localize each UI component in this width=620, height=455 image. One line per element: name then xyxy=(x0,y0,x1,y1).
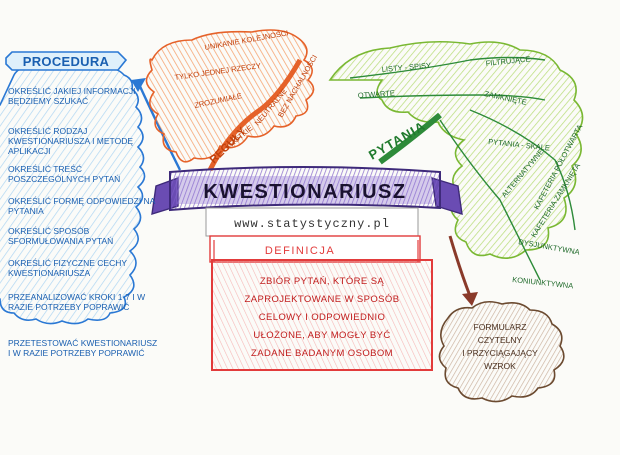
procedure-step: PRZEANALIZOWAĆ KROKI 1-7 I W RAZIE POTRZ… xyxy=(8,292,146,312)
definition-title: DEFINICJA xyxy=(265,245,335,257)
questions-title: PYTANIA xyxy=(366,118,428,163)
definition-line: ZAPROJEKTOWANE W SPOSÓB xyxy=(245,294,400,305)
arrow-head-procedure xyxy=(131,78,146,92)
procedure-step: OKREŚLIĆ JAKIEJ INFORMACJI BĘDZIEMY SZUK… xyxy=(8,86,136,106)
procedure-step: OKREŚLIĆ FORMĘ ODPOWIEDZI NA PYTANIA xyxy=(8,196,155,216)
rules-cloud xyxy=(145,29,315,172)
procedure-step: PRZETESTOWAĆ KWESTIONARIUSZ I W RAZIE PO… xyxy=(8,338,158,358)
form-line: CZYTELNY xyxy=(478,335,523,345)
definition-line: ZBIÓR PYTAŃ, KTÓRE SĄ xyxy=(260,276,385,287)
form-line: WZROK xyxy=(484,361,516,371)
center-banner xyxy=(151,166,463,215)
procedure-step: OKREŚLIĆ FIZYCZNE CECHY KWESTIONARIUSZA xyxy=(8,258,127,278)
procedure-step: OKREŚLIĆ RODZAJ KWESTIONARIUSZA I METODĘ… xyxy=(8,126,133,156)
form-line: I PRZYCIĄGAJĄCY xyxy=(462,348,538,358)
arrow-to-form xyxy=(448,235,472,297)
question-item: LISTY - SPISY xyxy=(381,61,431,74)
question-item: KONIUNKTYWNA xyxy=(512,275,574,290)
definition-box xyxy=(209,235,433,371)
url-scroll xyxy=(205,207,419,237)
center-title: KWESTIONARIUSZ xyxy=(203,181,406,203)
definition-line: CELOWY I ODPOWIEDNIO xyxy=(259,312,386,323)
arrow-head-form xyxy=(462,292,478,306)
definition-line: UŁOŻONE, ABY MOGŁY BYĆ xyxy=(253,330,390,341)
question-item: OTWARTE xyxy=(358,88,396,100)
form-cloud xyxy=(438,300,565,403)
questions-cloud xyxy=(328,40,584,281)
procedure-step: OKREŚLIĆ TREŚĆ POSZCZEGÓLNYCH PYTAŃ xyxy=(8,164,121,184)
procedure-title: PROCEDURA xyxy=(23,54,110,69)
center-url: www.statystyczny.pl xyxy=(234,217,390,231)
procedure-step: OKREŚLIĆ SPOSÓB SFORMUŁOWANIA PYTAŃ xyxy=(8,226,114,246)
procedure-cloud xyxy=(0,51,146,325)
form-line: FORMULARZ xyxy=(474,322,527,332)
definition-line: ZADANE BADANYM OSOBOM xyxy=(251,348,393,359)
